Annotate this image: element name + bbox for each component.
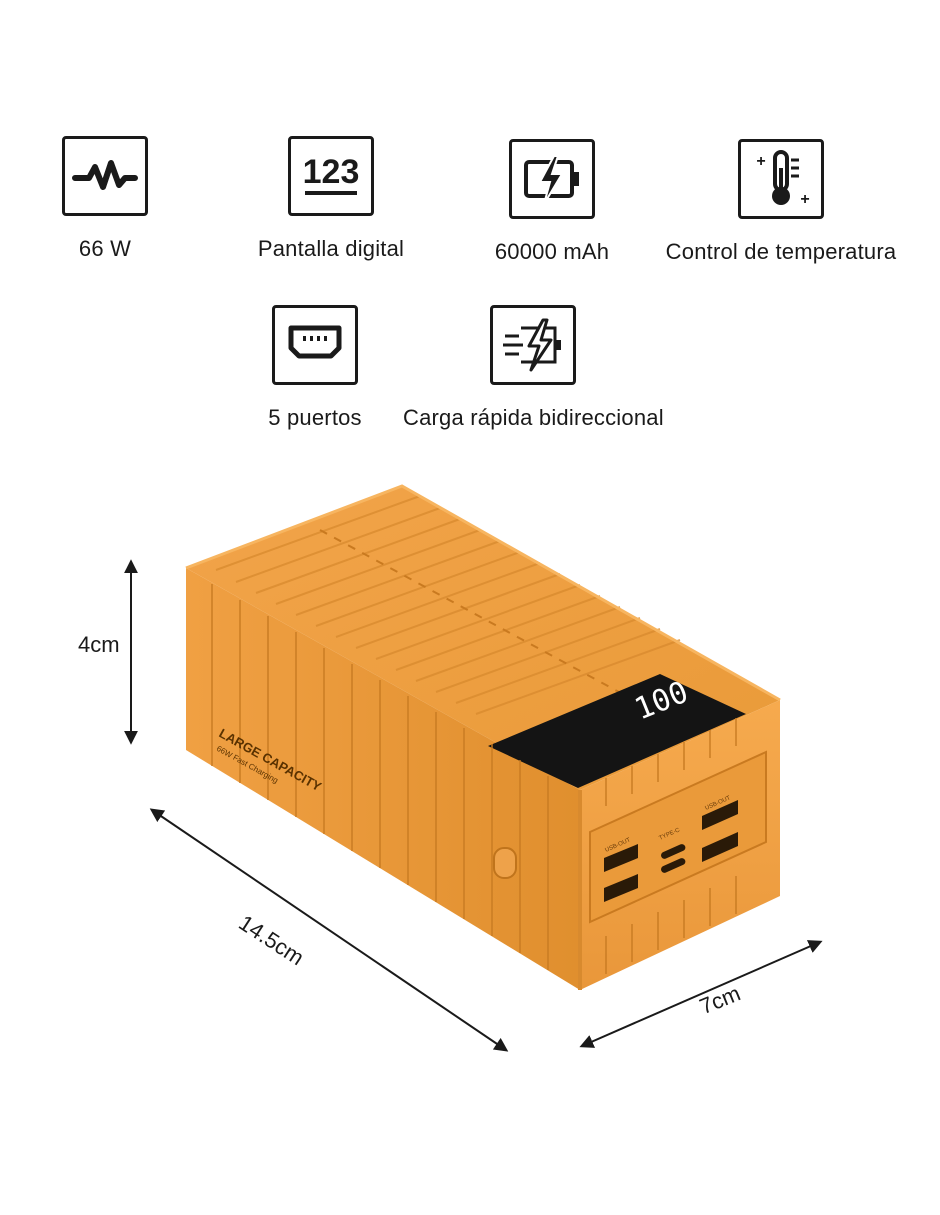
type-c-port: [661, 844, 686, 859]
feature-digital-display: 123 Pantalla digital: [201, 136, 461, 262]
display-digits: 123: [303, 153, 360, 191]
feature-label: Pantalla digital: [257, 236, 405, 261]
feature-label: 60000 mAh: [494, 239, 610, 264]
power-button: [493, 847, 517, 879]
feature-label: Carga rápida bidireccional: [403, 405, 664, 430]
type-c-port-2: [661, 858, 686, 873]
fast-charge-icon: [490, 305, 576, 385]
usb-port-left-bottom: [604, 874, 638, 902]
height-dimension-label: 4cm: [78, 632, 120, 657]
battery-charge-icon: [509, 139, 595, 219]
feature-label: 5 puertos: [268, 405, 362, 430]
usb-port-right-top: [702, 800, 738, 830]
feature-66w: 66 W: [0, 136, 235, 262]
feature-ports: 5 puertos: [185, 305, 445, 431]
feature-label: 66 W: [78, 236, 132, 261]
usb-port-left-top: [604, 844, 638, 872]
port-icon: [272, 305, 358, 385]
thermometer-icon: + +: [738, 139, 824, 219]
usb-port-right-bottom: [702, 832, 738, 862]
digital-display-icon: 123: [288, 136, 374, 216]
svg-text:+: +: [756, 153, 765, 170]
svg-text:+: +: [800, 191, 809, 208]
feature-capacity: 60000 mAh: [422, 139, 682, 265]
top-ribs: [215, 495, 681, 715]
power-bank-image: 100 LARGE CAPACITY 66W Fast Charging: [185, 484, 781, 990]
feature-bidirectional-fast-charge: Carga rápida bidireccional: [403, 305, 664, 431]
waveform-icon: [62, 136, 148, 216]
side-ribs: [211, 584, 549, 970]
feature-label: Control de temperatura: [665, 239, 897, 264]
display-screen: [488, 674, 746, 788]
feature-temperature-control: + + Control de temperatura: [651, 139, 911, 265]
